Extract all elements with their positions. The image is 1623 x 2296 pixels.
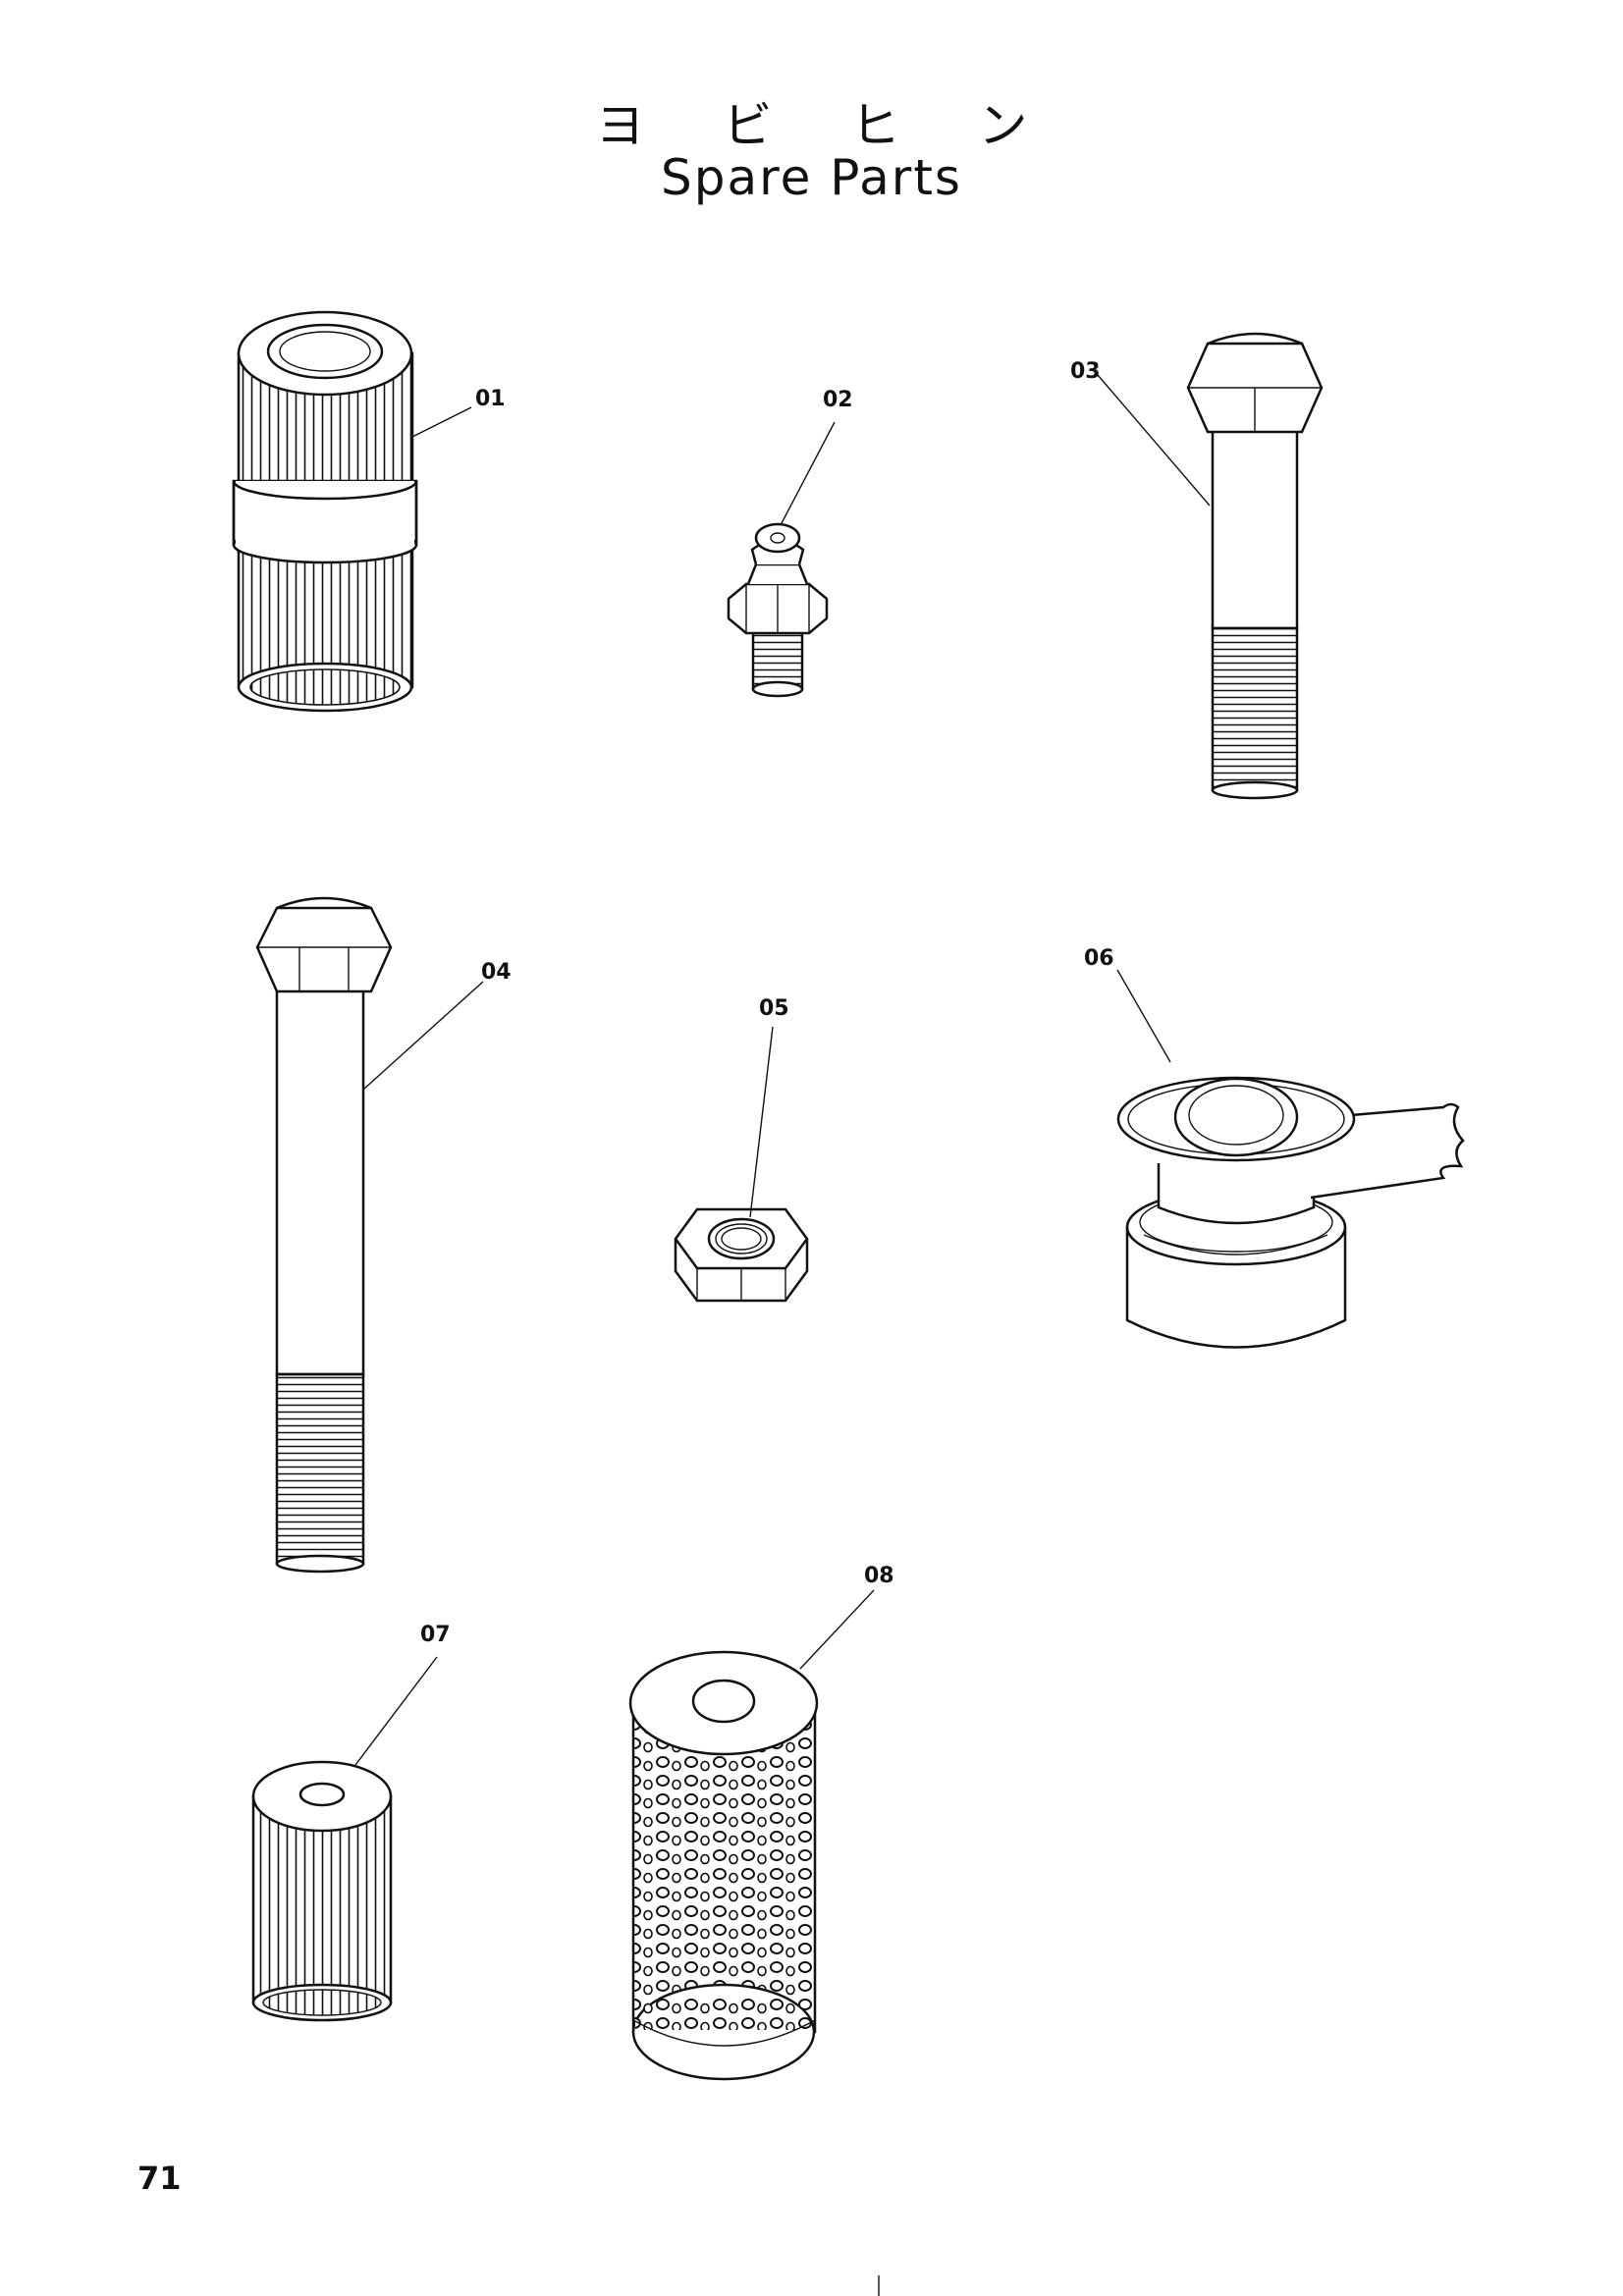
- part-03-leader-line: [1097, 374, 1211, 507]
- part-01-filter-element-icon: [232, 310, 418, 713]
- part-07-leader-line: [354, 1656, 438, 1766]
- part-01-leader-line: [411, 406, 472, 438]
- part-05-leader-line: [749, 1026, 774, 1218]
- part-08-leader-line: [799, 1589, 875, 1670]
- part-06-seal-kit-icon: [1116, 1076, 1465, 1349]
- page-number: 71: [137, 2160, 182, 2197]
- part-04-leader-line: [362, 981, 484, 1091]
- part-07-label: 07: [420, 1623, 451, 1647]
- part-04-long-hex-bolt-icon: [255, 896, 393, 1574]
- part-08-label: 08: [864, 1564, 894, 1588]
- part-02-leader-line: [780, 421, 836, 526]
- part-04-label: 04: [481, 960, 512, 985]
- part-02-grease-nipple-icon: [727, 522, 829, 698]
- part-03-label: 03: [1070, 359, 1101, 384]
- part-05-hex-nut-icon: [674, 1207, 809, 1303]
- part-08-perforated-strainer-icon: [628, 1650, 819, 2081]
- part-03-hex-bolt-icon: [1186, 332, 1324, 800]
- part-05-label: 05: [759, 996, 789, 1021]
- page-title-japanese: ヨ ビ ヒ ン: [595, 97, 1059, 154]
- part-06-leader-line: [1116, 969, 1171, 1063]
- part-06-label: 06: [1084, 946, 1114, 971]
- page-title: Spare Parts: [661, 149, 962, 206]
- part-01-label: 01: [475, 387, 506, 411]
- part-02-label: 02: [823, 388, 853, 412]
- part-07-small-filter-icon: [251, 1760, 393, 2022]
